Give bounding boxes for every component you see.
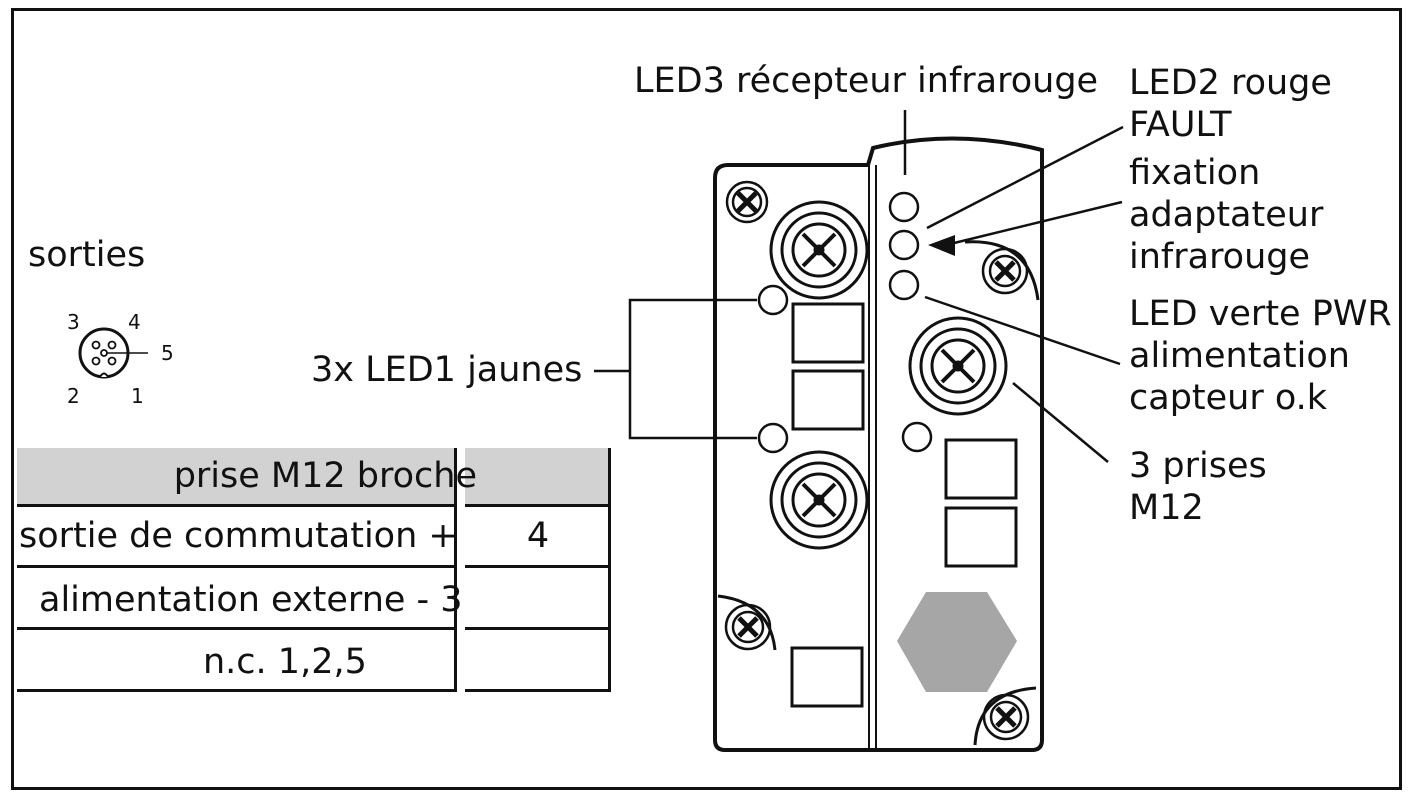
table-row-label: alimentation externe - 3 <box>39 580 463 620</box>
pin-label-2: 2 <box>67 384 80 408</box>
device-housing <box>713 136 1044 752</box>
pin-label-3: 3 <box>67 310 80 334</box>
callout-fixation-line: fixation <box>1129 153 1261 193</box>
label-plate <box>790 646 864 708</box>
table-row-label: sortie de commutation + <box>19 516 458 556</box>
callout-fixation-line: adaptateur <box>1129 195 1324 235</box>
label-plate <box>944 506 1018 568</box>
cable-gland-hexagon <box>897 592 1017 692</box>
arrow-head-icon <box>928 235 955 256</box>
led1-indicator <box>901 421 933 453</box>
table-row-value: 4 <box>526 516 550 556</box>
mounting-screw-icon <box>982 693 1030 741</box>
table-header-gap <box>457 448 465 504</box>
callout-green-led-line: capteur o.k <box>1129 378 1328 418</box>
pin-label-4: 4 <box>128 310 141 334</box>
pin-table: prise M12 broche sortie de commutation +… <box>17 448 611 692</box>
callout-led1: 3x LED1 jaunes <box>311 350 583 390</box>
m12-socket-icon <box>908 316 1008 416</box>
table-row-label: n.c. 1,2,5 <box>203 642 367 682</box>
led1-indicator <box>757 422 789 454</box>
pin-label-1: 1 <box>131 384 144 408</box>
m12-socket-icon <box>769 450 869 550</box>
table-divider <box>465 689 611 692</box>
label-plate <box>791 302 865 364</box>
mounting-screw-icon <box>724 603 772 651</box>
callout-fixation-line: infrarouge <box>1129 237 1311 277</box>
m12-socket-icon <box>769 200 869 300</box>
led3-indicator <box>888 191 920 223</box>
table-header-bg <box>17 448 611 504</box>
callout-green-led-line: LED verte PWR <box>1129 294 1392 334</box>
mounting-screw-icon <box>725 180 769 224</box>
callout-prises-line: 3 prises <box>1129 446 1267 486</box>
led2-indicator <box>888 229 920 261</box>
leader-line <box>1012 382 1109 463</box>
table-divider <box>608 448 611 692</box>
table-divider <box>465 504 611 507</box>
mounting-screw-icon <box>981 247 1029 295</box>
callout-prises-line: M12 <box>1129 488 1204 528</box>
pin-label-5: 5 <box>161 341 174 365</box>
led-green-indicator <box>888 269 920 301</box>
label-plate <box>944 438 1018 500</box>
diagram-frame <box>11 8 1402 790</box>
leader-line <box>949 200 1123 246</box>
callout-led2-line: LED2 rouge <box>1129 63 1332 103</box>
connector-title: sorties <box>28 235 146 275</box>
label-plate <box>791 369 865 431</box>
table-header-label: prise M12 broche <box>173 456 477 496</box>
callout-led3: LED3 récepteur infrarouge <box>634 61 1099 101</box>
table-divider <box>17 689 457 692</box>
table-divider <box>454 448 457 692</box>
callout-led2-line: FAULT <box>1129 105 1232 145</box>
table-divider <box>17 504 457 507</box>
leader-line <box>926 125 1124 230</box>
leader-bracket <box>628 298 757 440</box>
led1-indicator <box>757 284 789 316</box>
m12-connector-icon <box>78 327 148 379</box>
leader-line <box>924 295 1121 366</box>
table-divider <box>17 565 457 568</box>
table-divider <box>465 565 611 568</box>
table-divider <box>17 627 457 630</box>
table-divider <box>465 627 611 630</box>
callout-green-led-line: alimentation <box>1129 336 1350 376</box>
